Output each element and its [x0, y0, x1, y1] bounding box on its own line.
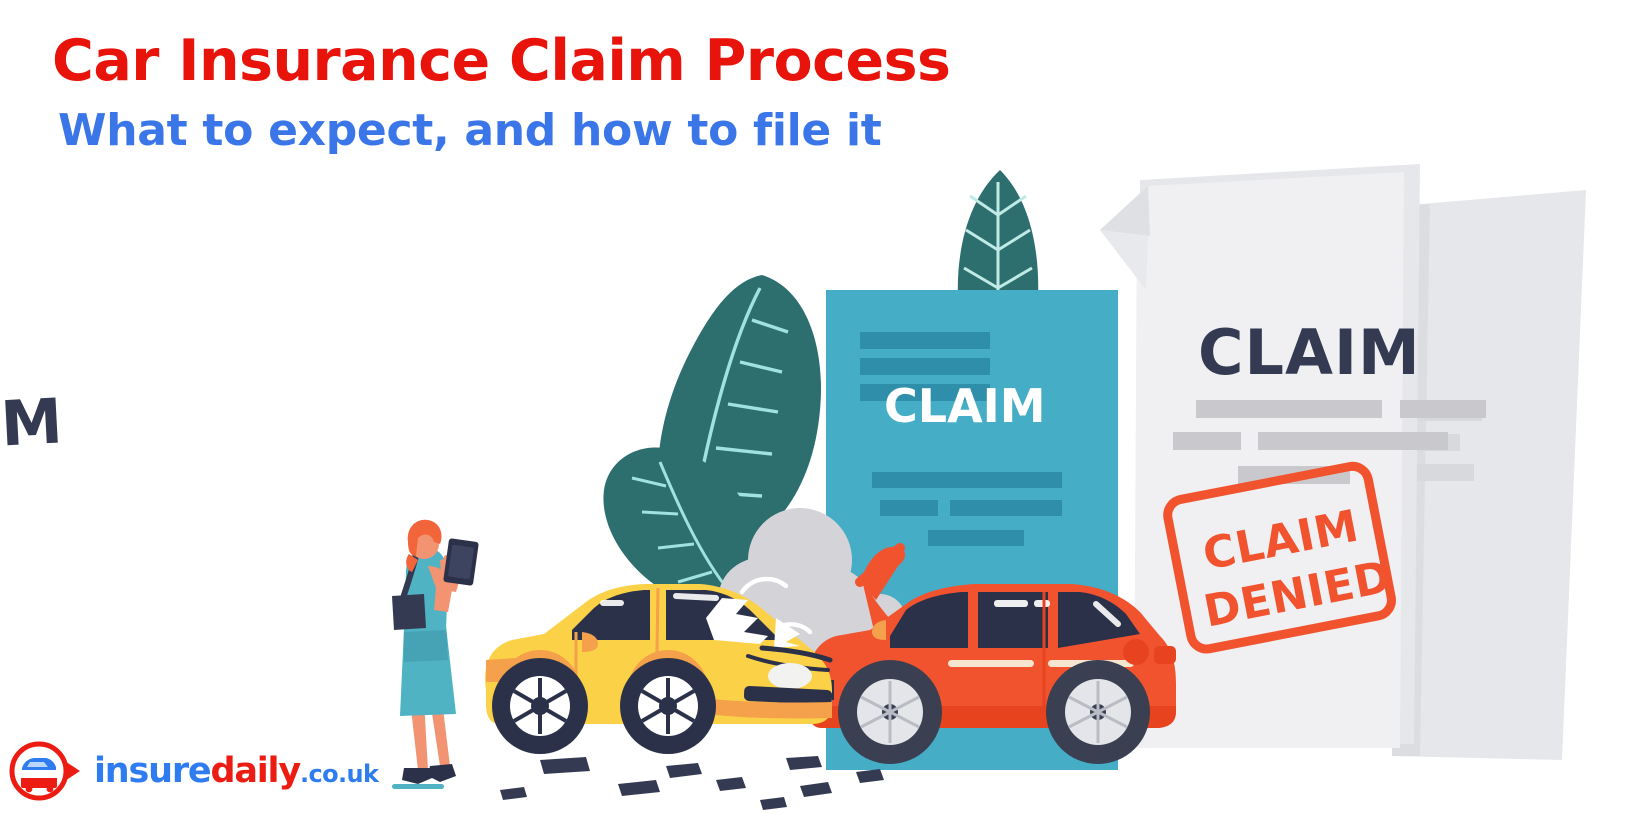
- document-front: CLAIM: [1100, 164, 1486, 748]
- yellow-car-wheel-rear: [492, 658, 588, 754]
- document-teal-heading: CLAIM: [884, 379, 1046, 433]
- windshield-crack: [706, 598, 800, 648]
- yellow-car: [485, 584, 833, 754]
- logo-wordmark: insuredaily.co.uk: [94, 750, 379, 791]
- logo-word-tld: .co.uk: [299, 759, 379, 788]
- leaf-lobed-icon: [603, 447, 763, 607]
- document-back-heading: M: [0, 384, 64, 460]
- logo-word-daily: daily: [210, 750, 301, 791]
- page-title: Car Insurance Claim Process: [52, 28, 951, 94]
- red-car-wheel-front: [838, 660, 942, 764]
- logo-word-insure: insure: [94, 750, 212, 791]
- site-logo[interactable]: insuredaily.co.uk: [8, 740, 379, 802]
- red-car: [807, 543, 1176, 764]
- yellow-car-wheel-front: [620, 658, 716, 754]
- red-car-wheel-rear: [1046, 660, 1150, 764]
- page-subtitle: What to expect, and how to file it: [58, 104, 882, 156]
- debris-group: [500, 756, 884, 810]
- document-front-heading: CLAIM: [1198, 316, 1421, 389]
- insuredaily-car-pin-icon: [8, 740, 82, 802]
- woman-with-phone: [392, 519, 479, 789]
- heading-block: Car Insurance Claim Process What to expe…: [52, 28, 951, 156]
